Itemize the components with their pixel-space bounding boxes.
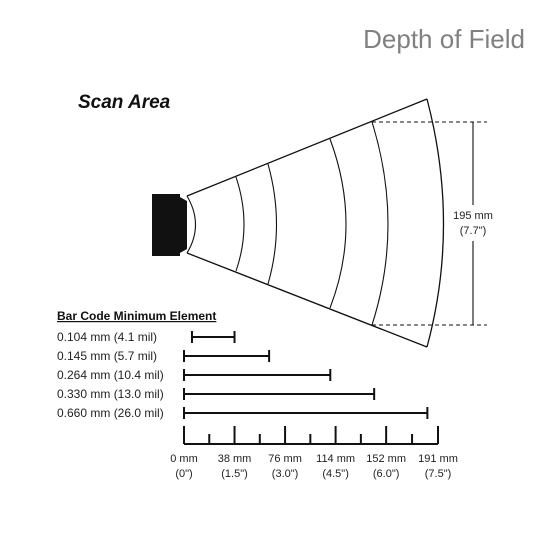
axis-tick-sublabel: (0") bbox=[175, 468, 192, 480]
fan-top-edge bbox=[186, 98, 428, 197]
axis-tick-label: 76 mm bbox=[268, 453, 302, 465]
scan-field-fan: 195 mm (7.7") bbox=[152, 98, 493, 348]
scanner-device bbox=[152, 194, 180, 256]
width-metric-label: 195 mm bbox=[453, 210, 493, 222]
barcode-row-label: 0.104 mm (4.1 mil) bbox=[57, 330, 157, 344]
barcode-rows: 0.104 mm (4.1 mil) 0.145 mm (5.7 mil) 0.26… bbox=[57, 330, 429, 420]
distance-axis: 0 mm (0") 38 mm (1.5") 76 mm (3.0") 114 mm (4.5… bbox=[170, 426, 458, 480]
axis-tick-sublabel: (7.5") bbox=[425, 468, 452, 480]
depth-arc-5 bbox=[371, 121, 389, 326]
page-title: Depth of Field bbox=[363, 24, 525, 54]
axis-tick-sublabel: (3.0") bbox=[272, 468, 299, 480]
axis-tick-label: 0 mm bbox=[170, 453, 198, 465]
axis-tick-sublabel: (4.5") bbox=[322, 468, 349, 480]
barcode-row-label: 0.660 mm (26.0 mil) bbox=[57, 406, 164, 420]
depth-arc-6 bbox=[426, 98, 445, 348]
fan-bottom-edge bbox=[186, 252, 428, 348]
depth-arc-4 bbox=[329, 138, 347, 309]
barcode-row-label: 0.145 mm (5.7 mil) bbox=[57, 349, 157, 363]
axis-tick-sublabel: (1.5") bbox=[221, 468, 248, 480]
axis-tick-label: 38 mm bbox=[218, 453, 252, 465]
barcode-row-label: 0.264 mm (10.4 mil) bbox=[57, 368, 164, 382]
barcode-heading: Bar Code Minimum Element bbox=[57, 309, 216, 323]
depth-arc-2 bbox=[235, 176, 245, 272]
depth-arc-3 bbox=[267, 163, 278, 285]
scan-area-label: Scan Area bbox=[78, 92, 171, 113]
width-imperial-label: (7.7") bbox=[460, 225, 487, 237]
depth-arc-1 bbox=[186, 195, 197, 254]
axis-tick-sublabel: (6.0") bbox=[373, 468, 400, 480]
axis-tick-label: 191 mm bbox=[418, 453, 458, 465]
axis-tick-label: 152 mm bbox=[366, 453, 406, 465]
axis-tick-label: 114 mm bbox=[316, 453, 355, 465]
barcode-row-label: 0.330 mm (13.0 mil) bbox=[57, 387, 164, 401]
scanner-window bbox=[178, 196, 187, 254]
